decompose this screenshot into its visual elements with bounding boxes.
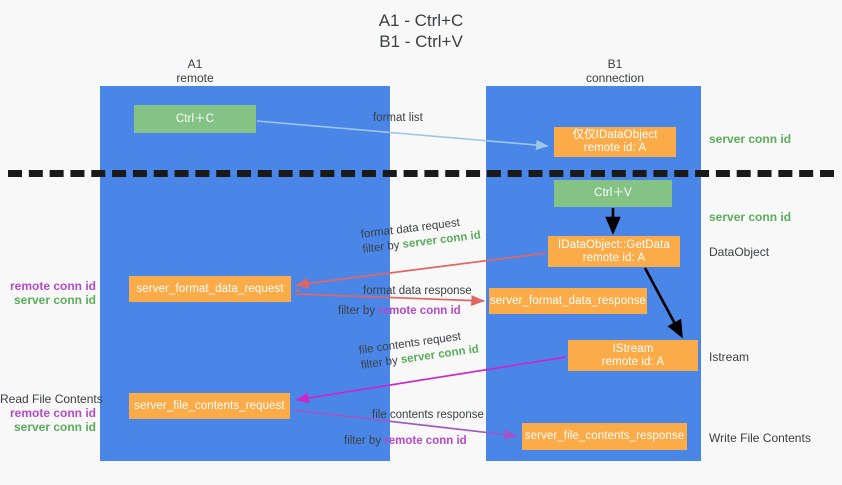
side-note-istream: Istream — [709, 350, 750, 364]
edge-label-format-list: format list — [373, 112, 423, 124]
node-server-format-data-response[interactable]: server_format_data_response — [489, 288, 647, 314]
side-note-server-conn-id-2: server conn id — [709, 210, 792, 224]
filter-value-remote-conn-id: remote conn id — [384, 435, 467, 447]
column-header-a1: A1 remote — [176, 57, 214, 85]
filter-prefix: filter by — [338, 305, 379, 317]
edge-label-format-data-response-filter: filter by remote conn id — [338, 304, 461, 319]
filter-prefix: filter by — [361, 238, 404, 256]
node-idataobject[interactable]: 仅仅IDataObject remote id: A — [554, 127, 676, 157]
left-note-2-title: Read File Contents — [0, 392, 103, 406]
node-ctrl-c[interactable]: Ctrl＋C — [134, 105, 256, 133]
left-note-conn-ids-1: remote conn id server conn id — [0, 279, 96, 307]
page-title: A1 - Ctrl+C B1 - Ctrl+V — [378, 11, 464, 51]
node-ctrl-v[interactable]: Ctrl＋V — [554, 180, 672, 207]
filter-prefix: filter by — [360, 354, 402, 372]
left-note-2-remote: remote conn id — [9, 406, 96, 420]
side-note-server-conn-id-1: server conn id — [709, 132, 792, 146]
edge-label-file-contents-response: file contents response — [372, 409, 484, 421]
node-idataobject-getdata[interactable]: IDataObject::GetData remote id: A — [548, 236, 680, 267]
left-note-1-server: server conn id — [13, 293, 96, 307]
edge-label-file-contents-response-filter: filter by remote conn id — [344, 434, 467, 449]
node-server-file-contents-response[interactable]: server_file_contents_response — [522, 423, 687, 450]
filter-value-remote-conn-id: remote conn id — [378, 305, 461, 317]
dashed-separator — [8, 170, 834, 177]
left-note-1-remote: remote conn id — [9, 279, 96, 293]
node-server-format-data-request[interactable]: server_format_data_request — [129, 276, 291, 302]
node-server-file-contents-request[interactable]: server_file_contents_request — [129, 393, 290, 419]
side-note-dataobject: DataObject — [709, 245, 770, 259]
side-note-write-file-contents: Write File Contents — [709, 431, 811, 445]
left-note-read-file-contents: Read File Contents remote conn id server… — [0, 392, 103, 434]
node-istream[interactable]: IStream remote id: A — [568, 340, 698, 371]
filter-prefix: filter by — [344, 435, 385, 447]
column-header-b1: B1 connection — [585, 57, 645, 85]
edge-label-format-data-response: format data response — [363, 285, 472, 297]
left-note-2-server: server conn id — [13, 420, 96, 434]
